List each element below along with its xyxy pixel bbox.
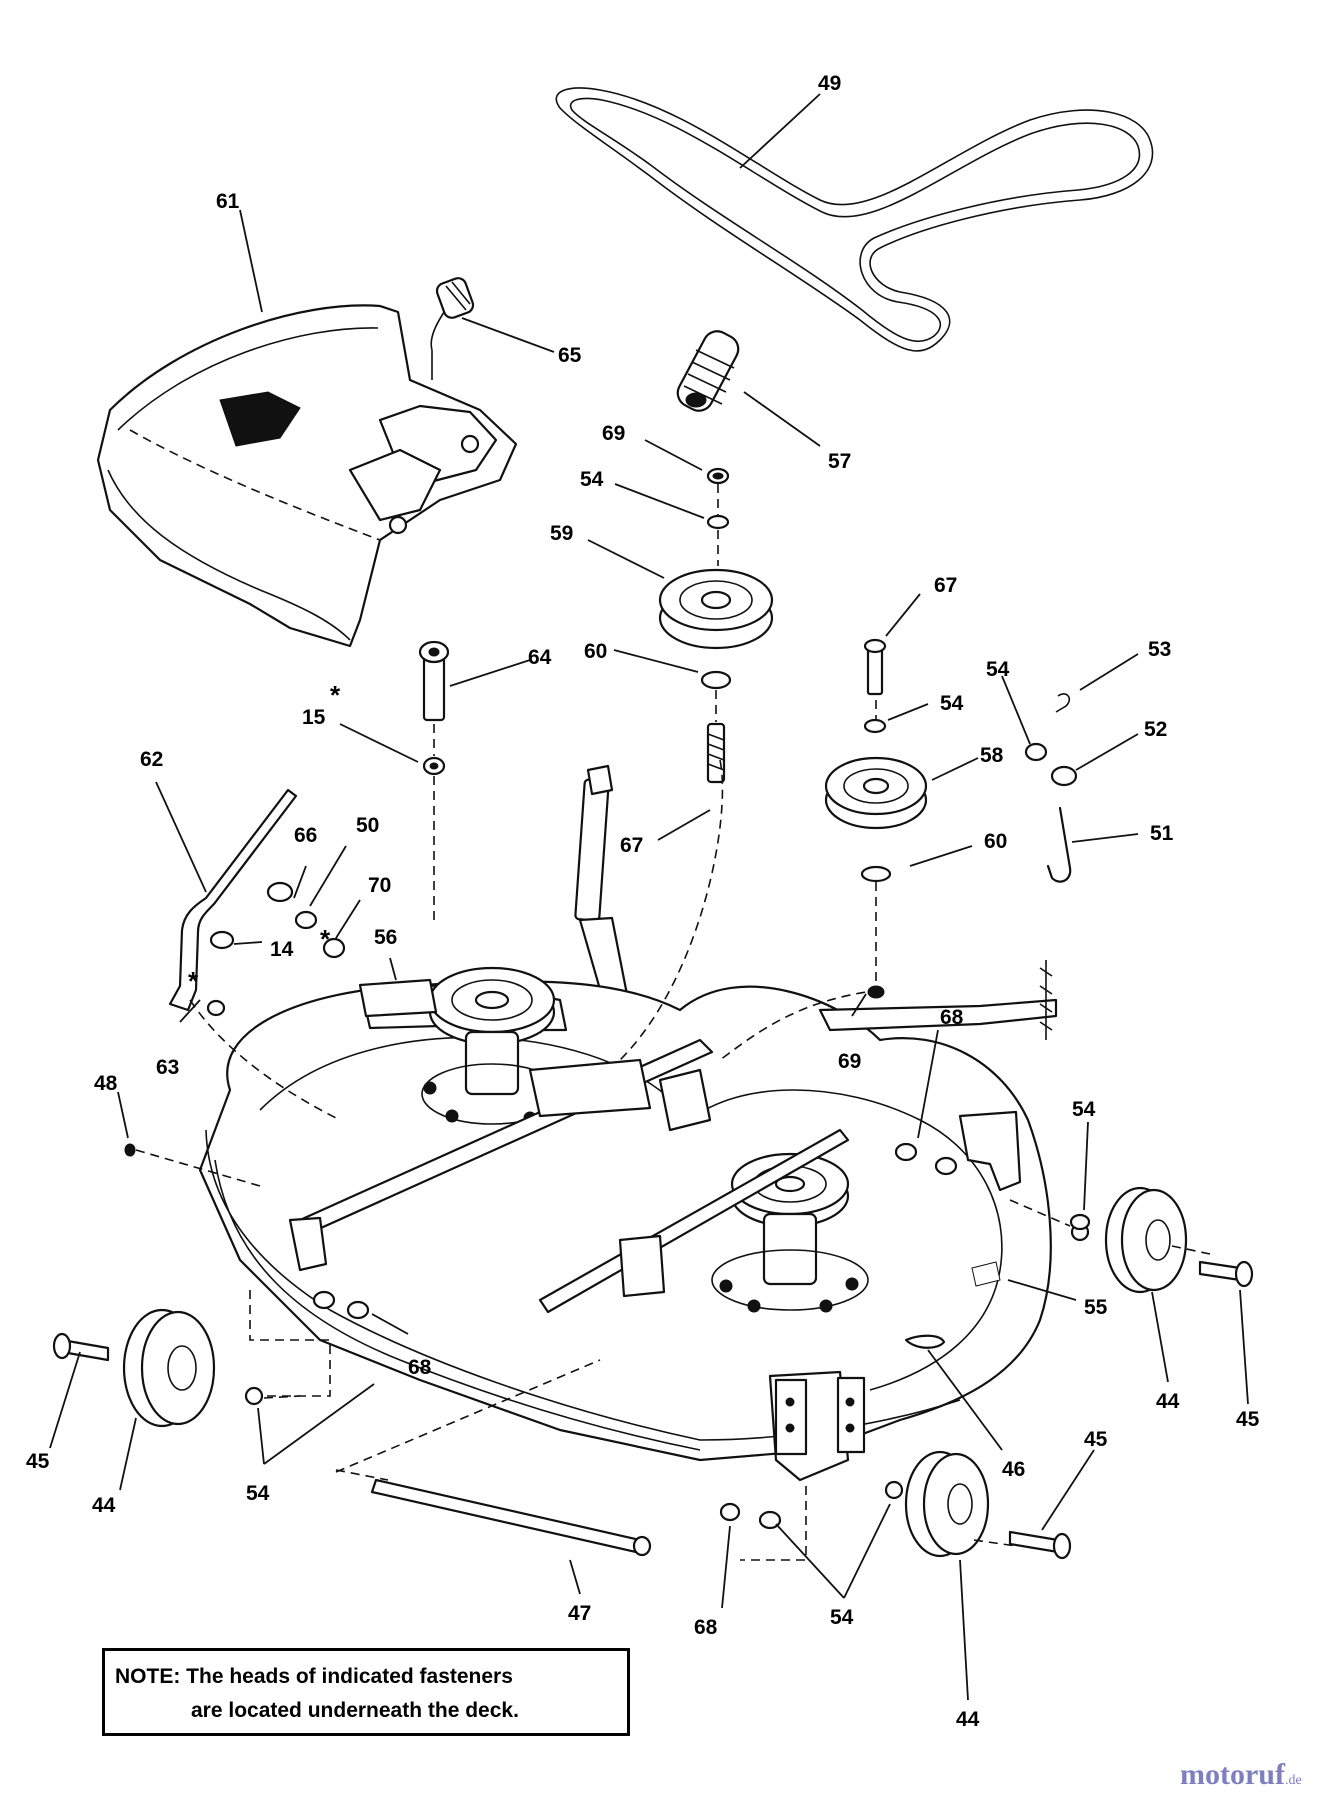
callout-68b: 68	[408, 1356, 432, 1379]
note-box: NOTE: The heads of indicated fasteners a…	[102, 1648, 630, 1736]
callout-44c: 44	[956, 1708, 980, 1731]
right-small-hardware	[1024, 693, 1078, 883]
callout-69b: 69	[838, 1050, 861, 1073]
watermark-logo: motoruf.de	[1180, 1758, 1302, 1792]
callout-51: 51	[1150, 822, 1174, 845]
left-rod-and-hardware	[168, 788, 346, 1017]
callout-15: 15	[302, 706, 326, 729]
callout-64: 64	[528, 646, 552, 669]
callout-63: 63	[156, 1056, 179, 1079]
callout-54f: 54	[830, 1606, 854, 1629]
callout-60b: 60	[984, 830, 1007, 853]
callout-67a: 67	[934, 574, 957, 597]
callout-52: 52	[1144, 718, 1167, 741]
callout-54e: 54	[246, 1482, 270, 1505]
callout-45c: 45	[1084, 1428, 1108, 1451]
shield-spring	[430, 277, 475, 380]
leader-lines	[49, 93, 1249, 1701]
front-rod	[370, 1478, 652, 1557]
callout-65: 65	[558, 344, 582, 367]
idler-pulley-assembly-left	[658, 467, 774, 784]
callout-58: 58	[980, 744, 1004, 767]
mower-deck-housing	[198, 960, 1058, 1482]
callout-61: 61	[216, 190, 240, 213]
callout-62: 62	[140, 748, 163, 771]
callout-50: 50	[356, 814, 379, 837]
misc-hardware	[124, 1142, 1091, 1320]
callout-49: 49	[818, 72, 841, 95]
callout-66: 66	[294, 824, 317, 847]
watermark-suffix: .de	[1284, 1773, 1302, 1788]
callout-60a: 60	[584, 640, 607, 663]
note-line-1: NOTE: The heads of indicated fasteners	[115, 1665, 513, 1688]
callout-labels: 49 61 65 57 69 54 59 67 53 54 54 52 64 6…	[26, 72, 1260, 1731]
callout-47: 47	[568, 1602, 591, 1625]
callout-57: 57	[828, 450, 851, 473]
callout-56: 56	[374, 926, 397, 949]
callout-45a: 45	[26, 1450, 50, 1473]
callout-68c: 68	[694, 1616, 718, 1639]
callout-54a: 54	[580, 468, 604, 491]
callout-46: 46	[1002, 1458, 1025, 1481]
callout-54c: 54	[940, 692, 964, 715]
callout-45b: 45	[1236, 1408, 1260, 1431]
pivot-bolt	[418, 640, 450, 920]
callout-67b: 67	[620, 834, 643, 857]
wheel-left	[52, 1308, 264, 1428]
watermark-text: motoruf	[1180, 1758, 1285, 1791]
callout-70: 70	[368, 874, 391, 897]
wheel-front-right	[719, 1450, 1072, 1560]
callout-53: 53	[1148, 638, 1171, 661]
callout-54b: 54	[986, 658, 1010, 681]
wheel-rear-right	[1070, 1186, 1254, 1294]
idler-pulley-assembly-right	[824, 638, 928, 999]
assembly-lines	[135, 759, 1211, 1561]
callout-68a: 68	[940, 1006, 964, 1029]
callout-44a: 44	[92, 1494, 116, 1517]
callout-14: 14	[270, 938, 294, 961]
svg-text:*: *	[320, 924, 331, 954]
svg-text:*: *	[330, 680, 341, 710]
svg-text:*: *	[188, 966, 199, 996]
callout-59: 59	[550, 522, 573, 545]
idler-spring	[676, 330, 740, 412]
callout-48: 48	[94, 1072, 118, 1095]
callout-54d: 54	[1072, 1098, 1096, 1121]
note-line-2: are located underneath the deck.	[191, 1699, 519, 1722]
callout-55: 55	[1084, 1296, 1108, 1319]
callout-69a: 69	[602, 422, 625, 445]
drive-belt	[555, 87, 1154, 352]
callout-44b: 44	[1156, 1390, 1180, 1413]
deck-shield	[96, 304, 518, 648]
